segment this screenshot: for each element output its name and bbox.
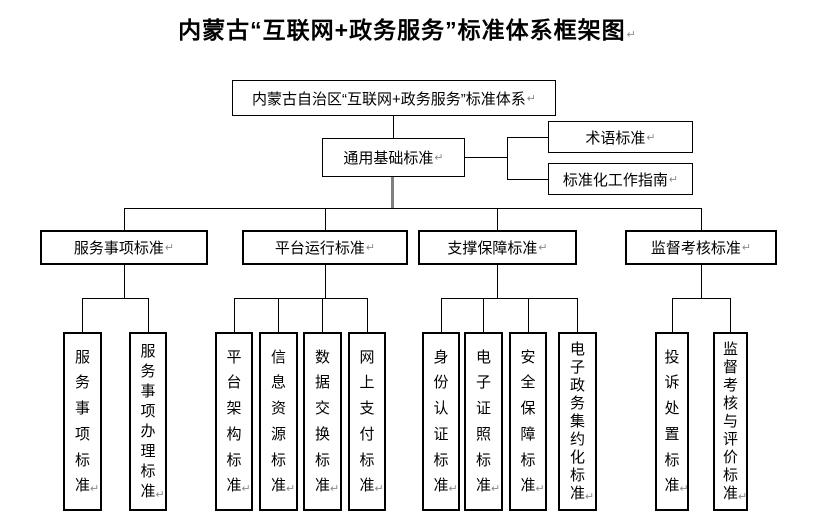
paragraph-mark-icon: ↵ (365, 242, 376, 254)
connector-line (322, 298, 323, 333)
diagram-title: 内蒙古“互联网+政务服务”标准体系框架图↵ (0, 11, 815, 45)
branch-box-platform-operation: 平台运行标准↵ (242, 230, 408, 265)
connector-line-gray (391, 177, 394, 209)
connector-line (577, 298, 578, 333)
leaf-box-data-exchange-standard: 数据交换标准↵ (303, 332, 342, 511)
branch-box-support-guarantee: 支撑保障标准↵ (418, 230, 577, 265)
connector-line (497, 264, 498, 299)
connector-line (441, 298, 442, 333)
connector-line (528, 298, 529, 333)
paragraph-mark-icon: ↵ (538, 242, 548, 254)
paragraph-mark-icon: ↵ (646, 131, 656, 144)
paragraph-mark-icon: ↵ (741, 242, 752, 254)
connector-line (672, 298, 673, 333)
connector-line (441, 298, 578, 299)
paragraph-mark-icon: ↵ (668, 173, 679, 186)
connector-line (730, 298, 731, 333)
paragraph-mark-icon: ↵ (286, 483, 296, 496)
connector-line (393, 115, 394, 139)
standardization-guide-label: 标准化工作指南 (562, 171, 668, 189)
connector-line (507, 179, 548, 180)
branch-box-supervision-assessment-label: 监督考核标准 (650, 240, 741, 257)
root-box-label: 内蒙古自治区“互联网+政务服务”标准体系 (252, 90, 526, 108)
leaf-box-security-assurance-standard: 安全保障标准↵ (509, 332, 547, 511)
connector-line (234, 298, 368, 299)
connector-line (325, 208, 326, 230)
connector-line (82, 298, 149, 299)
paragraph-mark-icon: ↵ (164, 242, 175, 254)
terminology-standards-label: 术语标准 (585, 129, 646, 147)
paragraph-mark-icon: ↵ (241, 483, 251, 496)
connector-line (124, 208, 125, 230)
leaf-box-platform-architecture-standard: 平台架构标准↵ (215, 332, 253, 511)
connector-line (124, 208, 702, 209)
terminology-standards-box: 术语标准↵ (548, 121, 693, 153)
paragraph-mark-icon: ↵ (491, 483, 501, 496)
general-basic-standards-box: 通用基础标准↵ (322, 138, 465, 177)
leaf-box-electronic-license-standard: 电子证照标准↵ (464, 332, 503, 511)
leaf-box-supervision-evaluation-standard: 监督考核与评价标准↵ (713, 332, 748, 511)
connector-line (701, 208, 702, 230)
connector-line (672, 298, 731, 299)
connector-line (234, 298, 235, 333)
diagram-title-text: 内蒙古“互联网+政务服务”标准体系框架图 (178, 17, 626, 43)
paragraph-mark-icon: ↵ (626, 29, 637, 41)
root-box: 内蒙古自治区“互联网+政务服务”标准体系↵ (232, 80, 556, 116)
branch-box-support-guarantee-label: 支撑保障标准 (447, 240, 538, 257)
connector-line (507, 137, 548, 138)
paragraph-mark-icon: ↵ (738, 491, 748, 503)
paragraph-mark-icon: ↵ (434, 152, 444, 164)
leaf-box-online-payment-standard: 网上支付标准↵ (348, 332, 386, 511)
paragraph-mark-icon: ↵ (679, 483, 689, 496)
branch-box-service-items-label: 服务事项标准 (73, 240, 164, 257)
general-basic-standards-label: 通用基础标准 (343, 150, 434, 167)
branch-box-platform-operation-label: 平台运行标准 (274, 240, 365, 257)
connector-line (701, 264, 702, 299)
connector-line (497, 208, 498, 230)
paragraph-mark-icon: ↵ (448, 483, 458, 496)
paragraph-mark-icon: ↵ (535, 483, 545, 496)
leaf-box-complaint-handling-standard: 投诉处置标准↵ (655, 332, 689, 511)
connector-line (367, 298, 368, 333)
connector-line (82, 298, 83, 333)
connector-line (148, 298, 149, 333)
connector-line (483, 298, 484, 333)
branch-box-supervision-assessment: 监督考核标准↵ (625, 230, 777, 265)
paragraph-mark-icon: ↵ (155, 489, 165, 501)
leaf-box-information-resources-standard: 信息资源标准↵ (259, 332, 298, 511)
leaf-box-identity-authentication-standard: 身份认证标准↵ (422, 332, 460, 511)
leaf-box-service-item-handling-standard: 服务事项办理标准↵ (129, 332, 167, 511)
standardization-guide-box: 标准化工作指南↵ (548, 163, 693, 195)
connector-line (278, 298, 279, 333)
connector-line (124, 264, 125, 299)
leaf-box-egov-intensification-standard: 电子政务集约化标准↵ (558, 332, 597, 511)
paragraph-mark-icon: ↵ (90, 483, 100, 496)
paragraph-mark-icon: ↵ (585, 491, 595, 503)
paragraph-mark-icon: ↵ (374, 483, 384, 496)
paragraph-mark-icon: ↵ (526, 92, 536, 105)
connector-line (325, 264, 326, 299)
paragraph-mark-icon: ↵ (330, 483, 340, 496)
leaf-box-service-items-standard: 服务事项标准↵ (63, 332, 102, 511)
connector-line (465, 157, 508, 158)
branch-box-service-items: 服务事项标准↵ (40, 230, 208, 265)
connector-line (507, 137, 508, 180)
